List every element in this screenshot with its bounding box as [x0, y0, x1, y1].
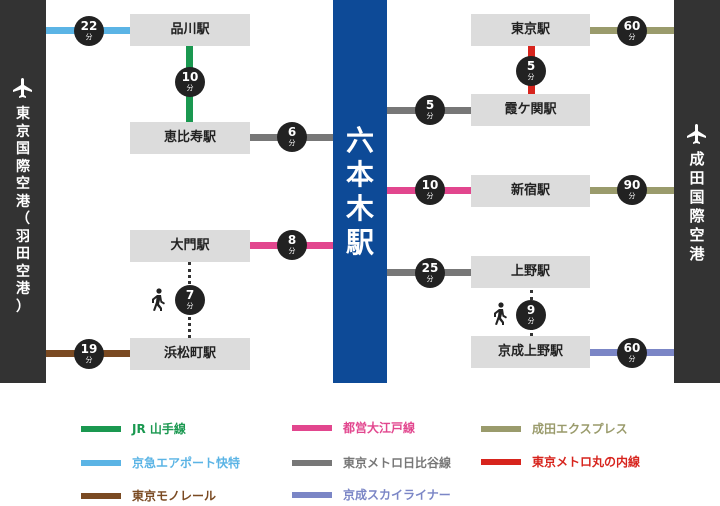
haneda-airport-name-char: 東: [16, 106, 30, 122]
station-ueno: 上野駅: [471, 256, 590, 288]
narita-airport-name-char: 際: [689, 207, 705, 225]
haneda-airport-name: 東京国際空港（羽田空港）: [0, 106, 46, 316]
walking-person-icon: [494, 302, 507, 325]
airplane-icon: [687, 124, 706, 144]
walking-person-icon: [152, 288, 165, 311]
station-shinagawa: 品川駅: [130, 14, 250, 46]
airplane-icon: [13, 78, 32, 98]
station-hamamatsucho: 浜松町駅: [130, 338, 250, 370]
narita-airport-name-char: 空: [689, 226, 705, 244]
haneda-airport-name-char: （: [16, 211, 30, 227]
narita-airport-bar: 成田国際空港: [674, 0, 720, 383]
line-swatch: [81, 460, 121, 466]
roppongi-station-name-char: 木: [345, 192, 374, 225]
narita-airport-name: 成田国際空港: [674, 150, 720, 264]
narita-airport-name-char: 国: [689, 188, 705, 206]
station-keisei-ueno: 京成上野駅: [471, 336, 590, 368]
station-kasumigaseki: 霞ケ関駅: [471, 94, 590, 126]
line-swatch: [292, 460, 332, 466]
line-swatch: [481, 459, 521, 465]
narita-airport-name-char: 成: [689, 150, 705, 168]
haneda-airport-bar: 東京国際空港（羽田空港）: [0, 0, 46, 383]
narita-airport-name-char: 田: [689, 169, 705, 187]
haneda-airport-name-char: 羽: [16, 228, 30, 245]
roppongi-station-name-char: 駅: [345, 226, 374, 259]
roppongi-station-name-char: 六: [345, 124, 374, 157]
haneda-airport-name-char: 港: [16, 281, 30, 297]
roppongi-station-name-char: 本: [345, 158, 374, 191]
haneda-airport-name-char: 空: [16, 176, 30, 192]
haneda-airport-name-char: 港: [16, 193, 30, 210]
line-swatch: [81, 426, 121, 432]
line-swatch: [81, 493, 121, 499]
roppongi-station-name: 六本木駅: [333, 124, 387, 260]
line-swatch: [292, 425, 332, 431]
narita-airport-name-char: 港: [689, 245, 705, 263]
station-shinjuku: 新宿駅: [471, 175, 590, 207]
line-swatch: [481, 426, 521, 432]
haneda-airport-name-char: 田: [16, 246, 30, 262]
haneda-airport-name-char: 京: [16, 123, 30, 140]
haneda-airport-name-char: 国: [16, 141, 30, 157]
haneda-airport-name-char: ）: [16, 298, 30, 315]
station-tokyo: 東京駅: [471, 14, 590, 46]
haneda-airport-name-char: 空: [16, 263, 30, 280]
station-ebisu: 恵比寿駅: [130, 122, 250, 154]
haneda-airport-name-char: 際: [16, 158, 30, 175]
station-daimon: 大門駅: [130, 230, 250, 262]
line-swatch: [292, 492, 332, 498]
roppongi-station-bar: 六本木駅: [333, 0, 387, 383]
